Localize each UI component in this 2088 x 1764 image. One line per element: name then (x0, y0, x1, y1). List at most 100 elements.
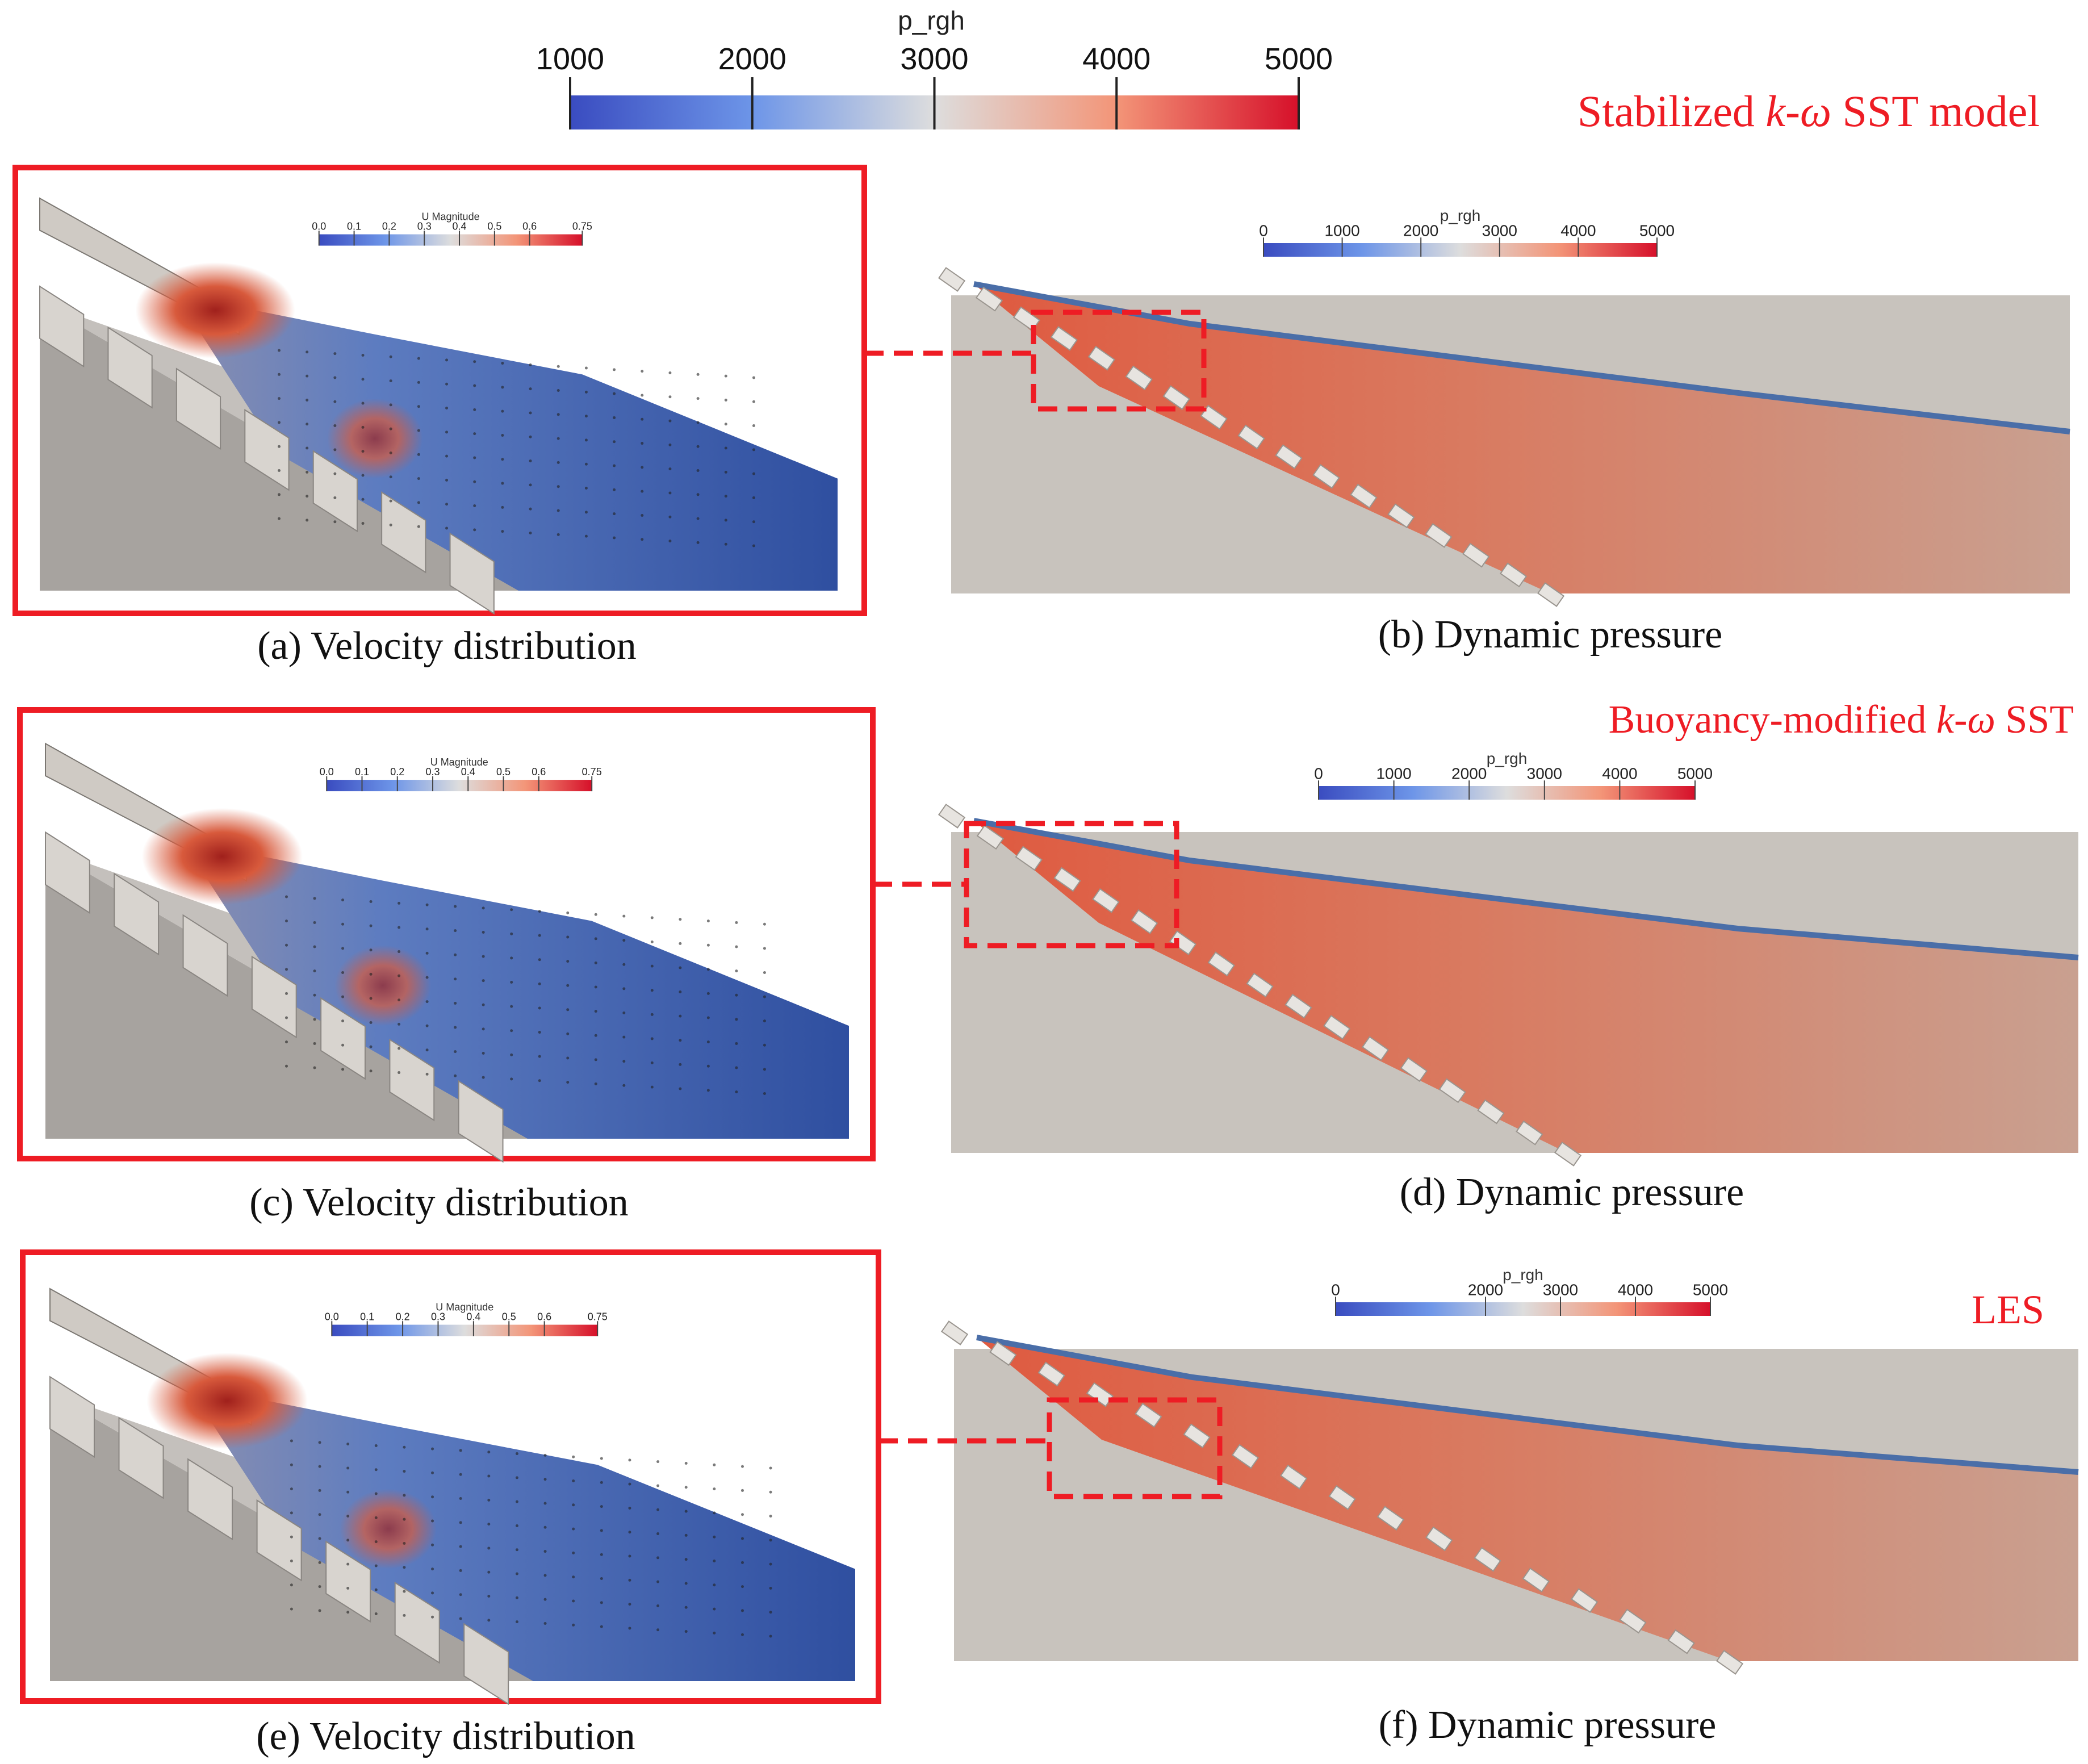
velocity-vector (510, 1005, 513, 1008)
velocity-vector (290, 1535, 293, 1539)
velocity-colorbar-title: U Magnitude (422, 211, 480, 222)
pressure-colorbar-gradient (1336, 1302, 1710, 1316)
armour-unit (1284, 993, 1312, 1019)
velocity-vector (313, 897, 316, 900)
armour-block (39, 285, 85, 368)
velocity-vector (501, 482, 504, 485)
velocity-vector (501, 505, 504, 509)
velocity-vector (594, 937, 597, 940)
velocity-vector (679, 1087, 682, 1090)
velocity-vector (369, 948, 373, 952)
velocity-vector (656, 1604, 660, 1607)
free-surface (973, 818, 2079, 960)
velocity-colorbar-tick-label: 0.3 (426, 766, 440, 778)
velocity-vector (425, 1072, 429, 1076)
velocity-vector (584, 438, 588, 442)
velocity-vector (763, 947, 766, 950)
velocity-colorbar-tick-label: 0.6 (537, 1311, 551, 1322)
velocity-vector (374, 1444, 378, 1447)
pressure-colorbar-tick-label: 0 (1331, 1281, 1340, 1298)
armour-unit (1438, 1078, 1466, 1103)
velocity-colorbar-tick-label: 0.2 (382, 220, 396, 232)
velocity-vector (594, 1082, 597, 1085)
velocity-vector (510, 908, 513, 912)
velocity-vector (510, 932, 513, 935)
velocity-vector (417, 453, 420, 456)
velocity-vector (318, 1609, 321, 1612)
velocity-vector (763, 1019, 766, 1023)
velocity-vector (556, 437, 560, 440)
pressure-colorbar-gradient (1319, 786, 1695, 800)
velocity-vector (473, 360, 476, 363)
velocity-vector (318, 1561, 321, 1564)
velocity-vector (706, 919, 710, 923)
velocity-colorbar-tick-label: 0.4 (466, 1311, 480, 1322)
velocity-vector (763, 995, 766, 998)
velocity-vector (389, 427, 392, 430)
velocity-vector (724, 374, 727, 378)
pressure-colorbar-tick-label: 2000 (1451, 764, 1487, 782)
velocity-vector (361, 522, 365, 525)
velocity-vector (650, 1013, 654, 1016)
velocity-vector (510, 981, 513, 984)
velocity-vector (656, 1532, 660, 1536)
velocity-colorbar-tick-label: 0.5 (496, 766, 511, 778)
velocity-vector (313, 1066, 316, 1069)
velocity-vector (374, 1516, 378, 1519)
pressure-colorbar-title: p_rgh (1503, 1266, 1543, 1284)
velocity-vector (543, 1598, 547, 1601)
velocity-vector (346, 1562, 350, 1566)
velocity-vector (361, 498, 365, 501)
pressure-colorbar-tick-label: 4000 (1602, 764, 1637, 782)
velocity-vector (622, 1060, 626, 1063)
armour-unit (1516, 1120, 1543, 1146)
armour-block (49, 1376, 95, 1458)
armour-block (175, 367, 221, 450)
velocity-vector (341, 1043, 345, 1047)
armour-unit (1280, 1464, 1308, 1490)
velocity-vector (397, 926, 401, 929)
armour-unit (1619, 1608, 1647, 1634)
velocity-colorbar-tick-label: 0.6 (522, 220, 537, 232)
velocity-vector (543, 1478, 547, 1481)
armour-unit (1425, 1526, 1453, 1552)
velocity-vector (628, 1531, 631, 1534)
velocity-vector (425, 927, 429, 931)
velocity-vector (752, 544, 755, 547)
velocity-vector (510, 956, 513, 960)
water-body (175, 294, 838, 591)
velocity-vector (403, 1613, 406, 1617)
velocity-vector (454, 1074, 457, 1077)
velocity-vector (713, 1560, 716, 1562)
velocity-vector (713, 1511, 716, 1515)
armour-unit (1207, 951, 1235, 977)
velocity-vector (752, 448, 755, 452)
velocity-vector (285, 919, 288, 923)
velocity-vector (600, 1601, 603, 1604)
velocity-vector (290, 1607, 293, 1611)
velocity-vector (346, 1539, 350, 1542)
armour-unit (1571, 1588, 1599, 1613)
velocity-vector (543, 1502, 547, 1505)
velocity-vector (389, 475, 392, 479)
pressure-colorbar-tick-label: 4000 (1560, 221, 1596, 239)
velocity-vector (318, 1465, 321, 1468)
velocity-vector (482, 930, 485, 934)
velocity-vector (487, 1546, 491, 1550)
armour-block (187, 1458, 233, 1541)
velocity-vector (679, 918, 682, 921)
velocity-vector (417, 477, 420, 480)
velocity-vector (641, 370, 644, 373)
armour-block (381, 491, 426, 574)
velocity-vector (285, 992, 288, 995)
armour-unit (1162, 385, 1190, 410)
velocity-vector (425, 1000, 429, 1004)
velocity-vector (656, 1628, 660, 1632)
